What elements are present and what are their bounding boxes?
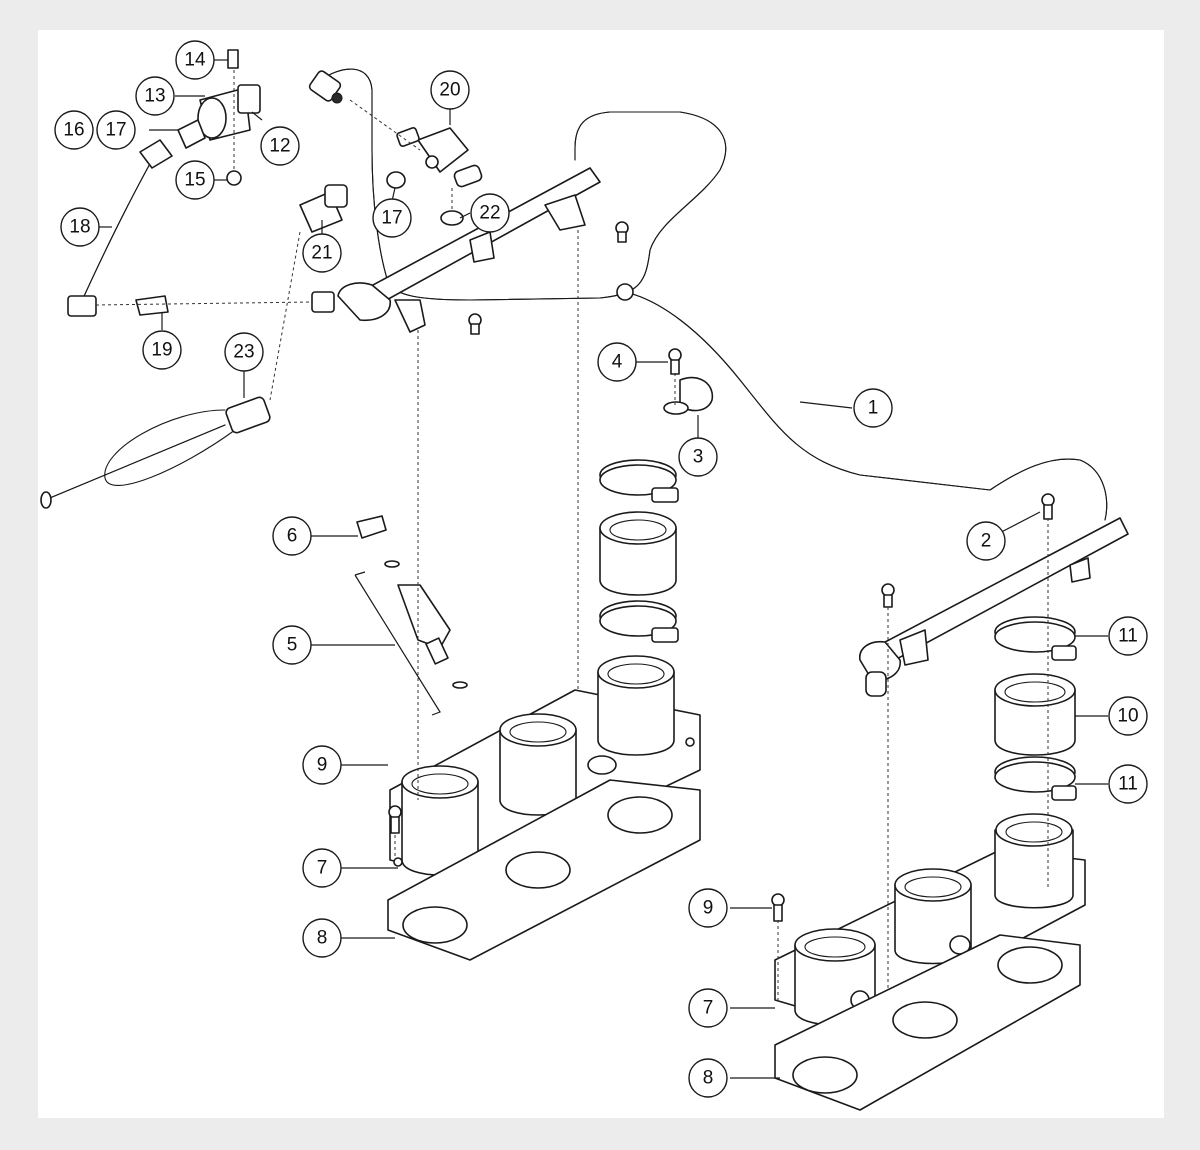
callout-11-bottom-number: 11	[1118, 774, 1138, 795]
callout-3-number: 3	[693, 447, 704, 468]
coupler-right	[994, 616, 1077, 801]
vent-hose-23	[40, 396, 271, 509]
callout-13-number: 13	[144, 86, 165, 107]
callout-22: 22	[470, 193, 510, 233]
callout-11-bottom: 11	[1108, 764, 1148, 804]
callout-12-number: 12	[269, 136, 290, 157]
callout-6-number: 6	[287, 526, 298, 547]
gasket-right	[774, 934, 1081, 1111]
callout-20-number: 20	[439, 80, 460, 101]
leader-lines	[99, 59, 1108, 1079]
callout-9-right: 9	[688, 888, 728, 928]
clip-3	[663, 376, 714, 415]
callout-22-number: 22	[479, 203, 500, 224]
fuel-rail-right	[859, 517, 1129, 697]
callout-9-left: 9	[302, 745, 342, 785]
callout-11-top-number: 11	[1118, 626, 1138, 647]
callout-10-number: 10	[1117, 706, 1138, 727]
t-fitting-assembly	[349, 99, 483, 226]
fuel-rail-left	[311, 167, 601, 333]
callout-4: 4	[597, 342, 637, 382]
fuel-hose-18	[67, 139, 313, 317]
callout-5-number: 5	[287, 635, 298, 656]
callout-8-left-number: 8	[317, 928, 328, 949]
intake-runner-right	[774, 813, 1086, 1026]
callout-7-right-number: 7	[703, 998, 714, 1019]
bolt-4	[668, 348, 682, 375]
callout-18-number: 18	[69, 217, 90, 238]
callout-15-number: 15	[184, 170, 205, 191]
callout-14: 14	[175, 40, 215, 80]
callout-23-number: 23	[233, 342, 254, 363]
callout-21-number: 21	[311, 243, 332, 264]
gasket-left	[387, 779, 701, 961]
callout-17-right-number: 17	[381, 208, 402, 229]
callout-13: 13	[135, 76, 175, 116]
callout-12: 12	[260, 126, 300, 166]
injector-5	[354, 515, 468, 716]
intake-runner-left	[389, 655, 701, 881]
callout-1: 1	[853, 388, 893, 428]
callout-17-right: 17	[372, 198, 412, 238]
callout-23: 23	[224, 332, 264, 372]
connector-21	[269, 184, 348, 401]
callout-2-number: 2	[981, 531, 992, 552]
callout-17-left-number: 17	[105, 120, 126, 141]
callout-19-number: 19	[151, 340, 172, 361]
callout-4-number: 4	[612, 352, 623, 373]
callout-7-left-number: 7	[317, 858, 328, 879]
callout-7-right: 7	[688, 988, 728, 1028]
callout-2: 2	[966, 521, 1006, 561]
callout-8-right-number: 8	[703, 1068, 714, 1089]
callout-21: 21	[302, 233, 342, 273]
callout-17-left: 17	[96, 110, 136, 150]
bolts	[388, 221, 1055, 922]
callout-7-left: 7	[302, 848, 342, 888]
pressure-sensor-assembly	[177, 49, 261, 186]
callout-1-number: 1	[868, 398, 879, 419]
callout-10: 10	[1108, 696, 1148, 736]
coupler-left	[599, 459, 679, 643]
callout-9-right-number: 9	[703, 898, 714, 919]
fuel-rail-exploded-diagram: 1 2 3 4 5 6 7 7 8 8 9 9 10 11 11 12 13 1…	[40, 40, 1148, 1111]
callout-6: 6	[272, 516, 312, 556]
callout-16: 16	[54, 110, 94, 150]
callout-11-top: 11	[1108, 616, 1148, 656]
alignment-lines	[394, 230, 1049, 1000]
callout-19: 19	[142, 330, 182, 370]
callout-20: 20	[430, 70, 470, 110]
callout-3: 3	[678, 437, 718, 477]
callout-8-right: 8	[688, 1058, 728, 1098]
callout-15: 15	[175, 160, 215, 200]
callout-14-number: 14	[184, 50, 206, 71]
callout-5: 5	[272, 625, 312, 665]
callout-9-left-number: 9	[317, 755, 328, 776]
diagram-frame: 1 2 3 4 5 6 7 7 8 8 9 9 10 11 11 12 13 1…	[38, 30, 1164, 1118]
callout-8-left: 8	[302, 918, 342, 958]
fuel-supply-pipe	[308, 68, 1108, 521]
callout-16-number: 16	[63, 120, 84, 141]
callout-18: 18	[60, 207, 100, 247]
